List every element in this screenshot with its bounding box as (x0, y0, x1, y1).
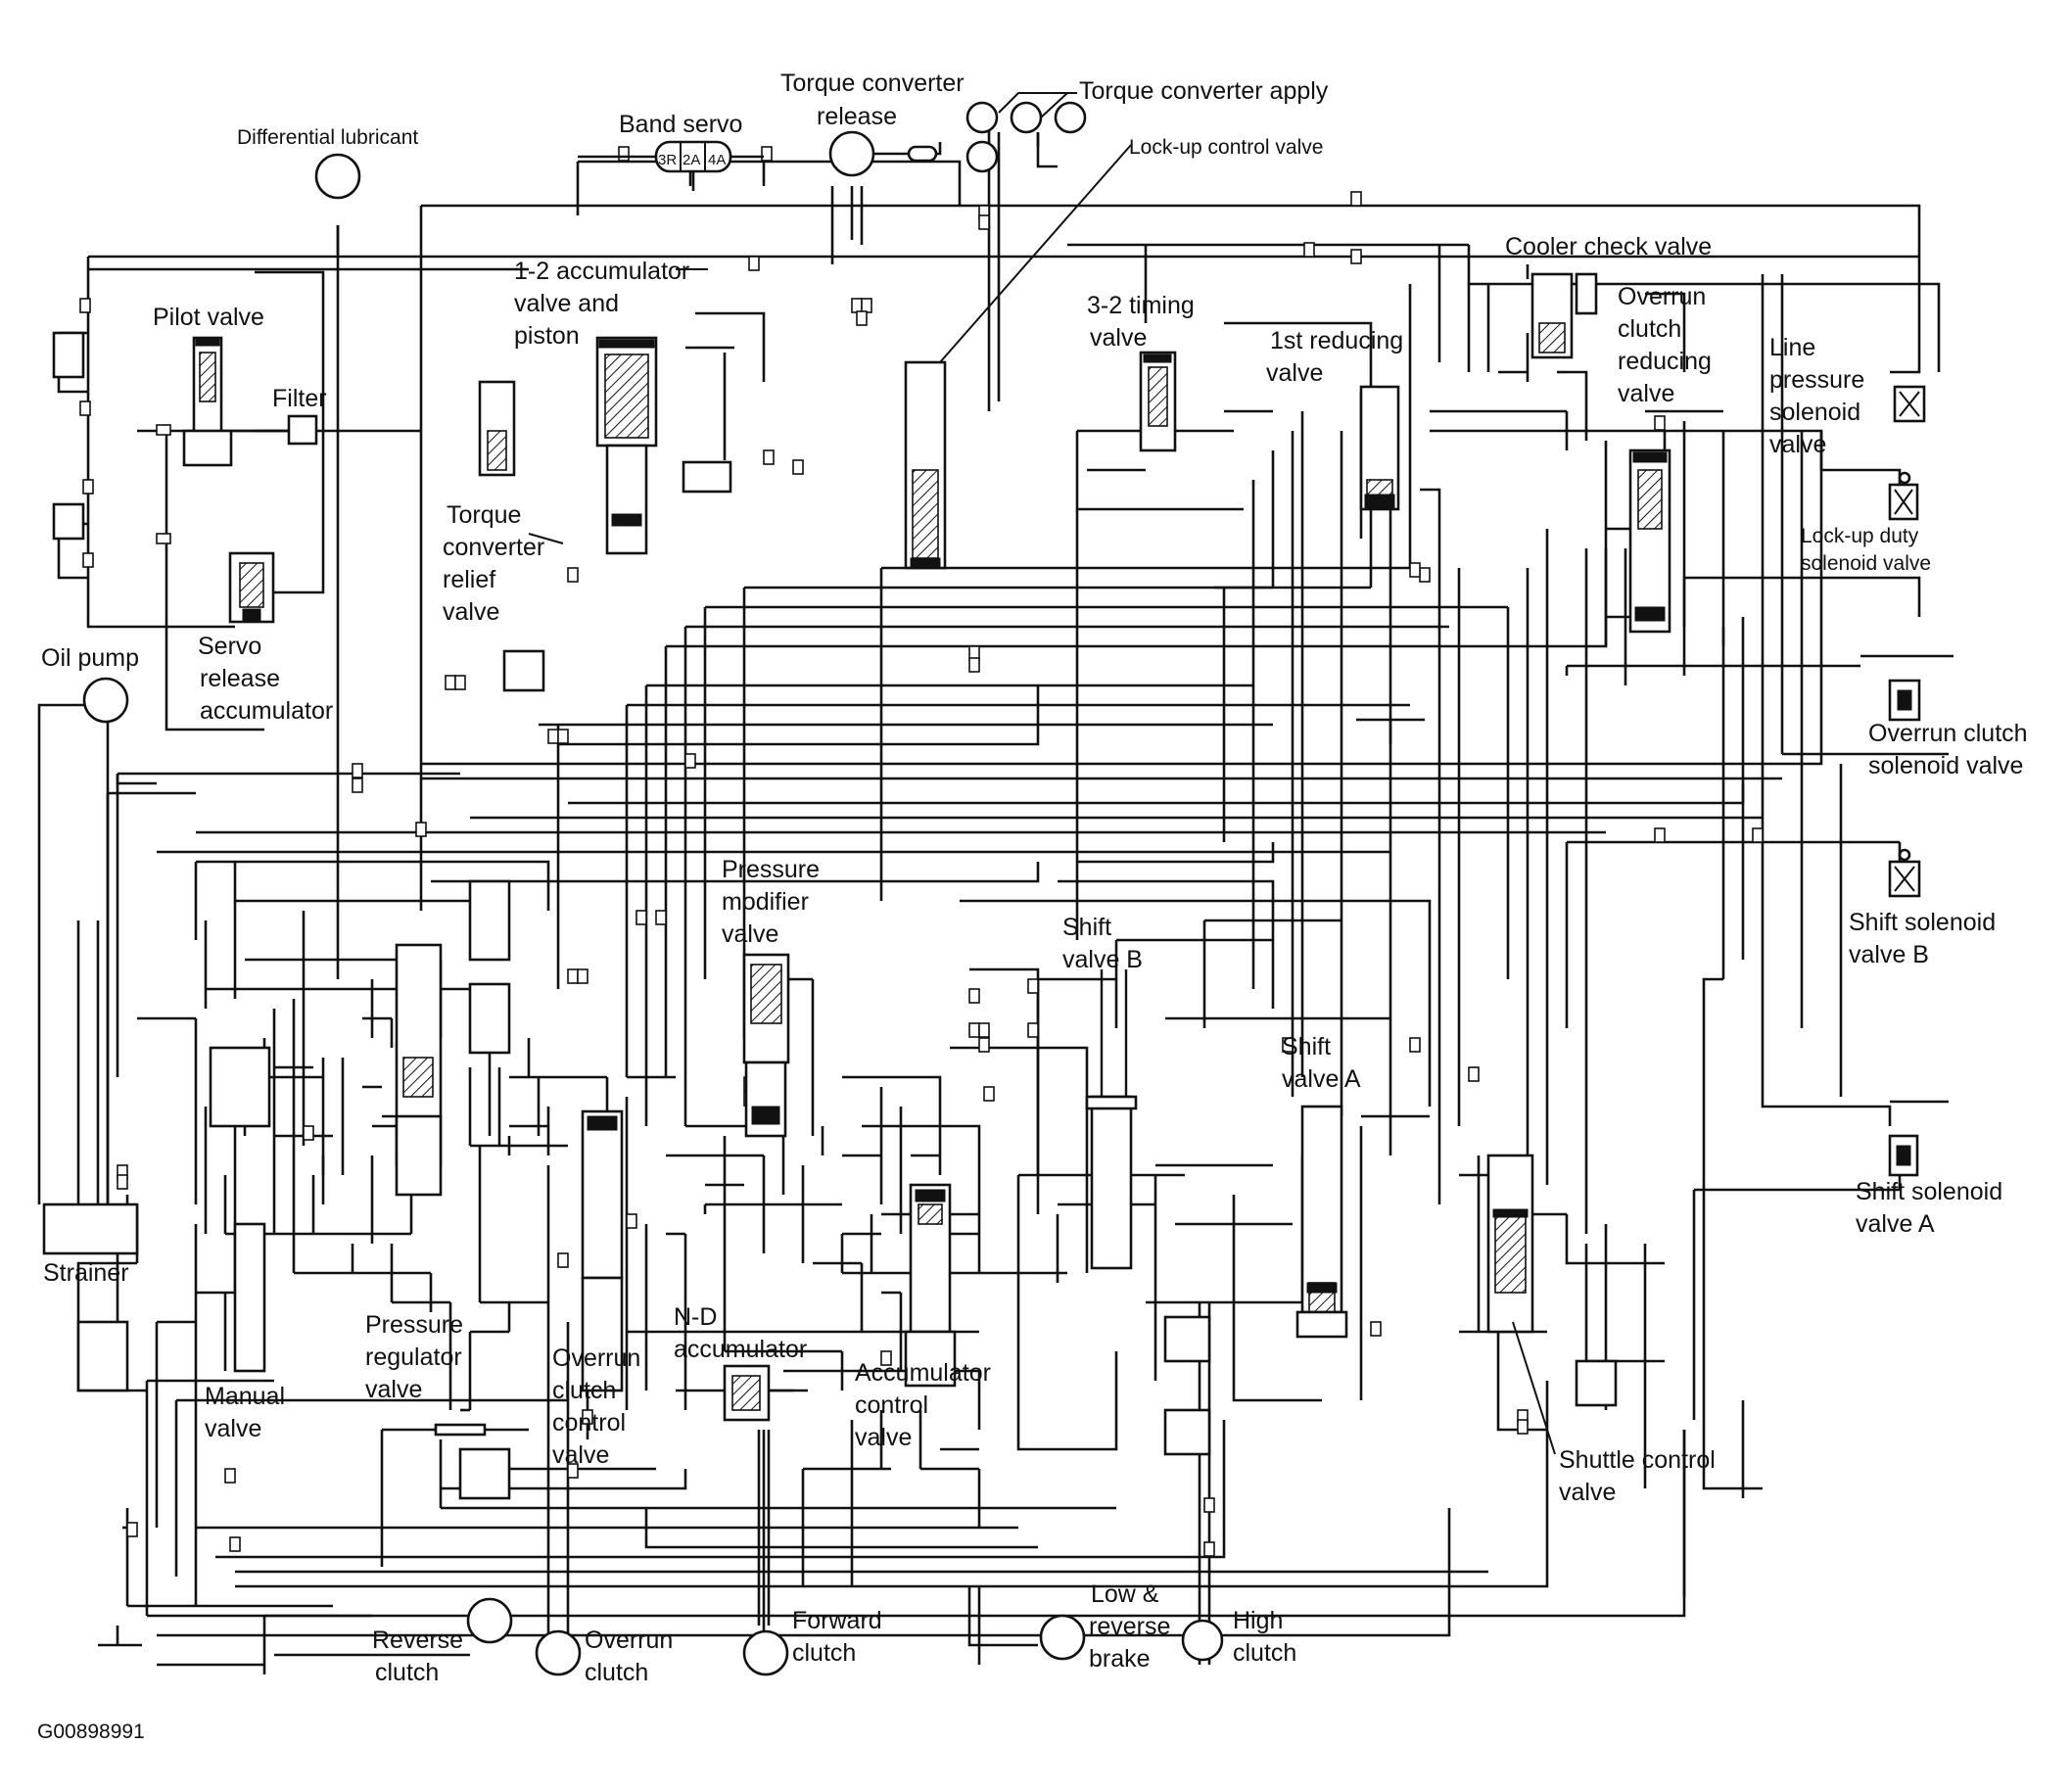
label-shift-valve-a: Shift valve A (1282, 1033, 1361, 1093)
label-accumulator-1-2: 1-2 accumulator valve and piston (514, 258, 696, 350)
label-strainer: Strainer (43, 1259, 129, 1287)
label-differential-lubricant: Differential lubricant (237, 126, 418, 149)
label-forward-clutch: Forward clutch (792, 1607, 889, 1667)
label-servo-release-accumulator: Servo release accumulator (198, 633, 333, 725)
strainer-box (42, 1203, 139, 1255)
label-filter: Filter (272, 385, 327, 412)
label-shuttle-control-valve: Shuttle control valve (1559, 1446, 1722, 1506)
forward-clutch-circle (742, 1629, 789, 1676)
torque-converter-apply-circle-1 (965, 101, 999, 134)
band-servo-port-2a: 2A (682, 152, 700, 168)
oil-pump-circle (82, 677, 129, 724)
label-leaders (528, 144, 1556, 1455)
label-overrun-clutch: Overrun clutch (585, 1627, 680, 1686)
label-overrun-clutch-control-valve: Overrun clutch control valve (552, 1344, 647, 1469)
label-shift-solenoid-valve-b: Shift solenoid valve B (1849, 909, 2002, 968)
reverse-clutch-circle (466, 1597, 513, 1644)
label-timing-valve-3-2: 3-2 timing valve (1087, 292, 1201, 352)
label-torque-converter-relief-valve: Torque converter relief valve (443, 501, 551, 626)
band-servo-port-3r: 3R (658, 152, 677, 168)
label-cooler-check-valve: Cooler check valve (1505, 233, 1712, 260)
label-reverse-clutch: Reverse clutch (372, 1627, 470, 1686)
label-accumulator-control-valve: Accumulator control valve (855, 1359, 998, 1451)
label-overrun-clutch-solenoid-valve: Overrun clutch solenoid valve (1868, 720, 2035, 779)
differential-lubricant-circle (314, 153, 361, 200)
torque-converter-apply-circle-2 (1010, 101, 1043, 134)
overrun-clutch-control-valve-body (581, 1109, 624, 1280)
label-shift-valve-b: Shift valve B (1062, 914, 1143, 973)
band-servo-port-4a: 4A (708, 152, 726, 168)
label-torque-converter-apply: Torque converter apply (1079, 77, 1329, 105)
label-line-pressure-solenoid-valve: Line pressure solenoid valve (1769, 334, 1871, 458)
hydraulic-pipes (37, 118, 1953, 1674)
component-labels: Differential lubricant Band servo 3R 2A … (37, 70, 2035, 1743)
label-torque-converter-release: Torque converter release (780, 70, 971, 130)
label-lock-up-duty-solenoid-valve: Lock-up duty solenoid valve (1801, 525, 1931, 575)
label-low-reverse-brake: Low & reverse brake (1089, 1580, 1177, 1673)
torque-converter-apply-circle-4 (965, 140, 999, 173)
label-overrun-clutch-reducing-valve: Overrun clutch reducing valve (1618, 283, 1718, 407)
label-pilot-valve: Pilot valve (153, 304, 264, 331)
overrun-clutch-reducing-valve-body (1628, 448, 1671, 634)
label-manual-valve: Manual valve (205, 1383, 292, 1442)
label-first-reducing-valve: 1st reducing valve (1266, 327, 1410, 387)
high-clutch-circle (1181, 1619, 1224, 1662)
label-band-servo: Band servo (619, 111, 742, 138)
label-lock-up-control-valve: Lock-up control valve (1129, 136, 1323, 159)
filter-body (287, 414, 318, 446)
components (42, 92, 1926, 1676)
label-nd-accumulator: N-D accumulator (674, 1303, 807, 1363)
shift-valve-b-body (1090, 1095, 1133, 1270)
label-shift-solenoid-valve-a: Shift solenoid valve A (1856, 1178, 2009, 1238)
torque-converter-apply-circle-3 (1054, 101, 1087, 134)
manual-valve-body (233, 1222, 266, 1373)
torque-converter-release-circle (828, 130, 875, 177)
low-reverse-brake-circle (1039, 1614, 1086, 1661)
label-pressure-modifier-valve: Pressure modifier valve (722, 856, 826, 948)
overrun-clutch-circle (535, 1629, 582, 1676)
label-pressure-regulator-valve: Pressure regulator valve (365, 1311, 470, 1403)
label-oil-pump: Oil pump (41, 644, 139, 672)
figure-code: G00898991 (37, 1721, 145, 1743)
label-high-clutch: High clutch (1233, 1607, 1296, 1667)
shift-valve-a-body (1300, 1105, 1343, 1314)
